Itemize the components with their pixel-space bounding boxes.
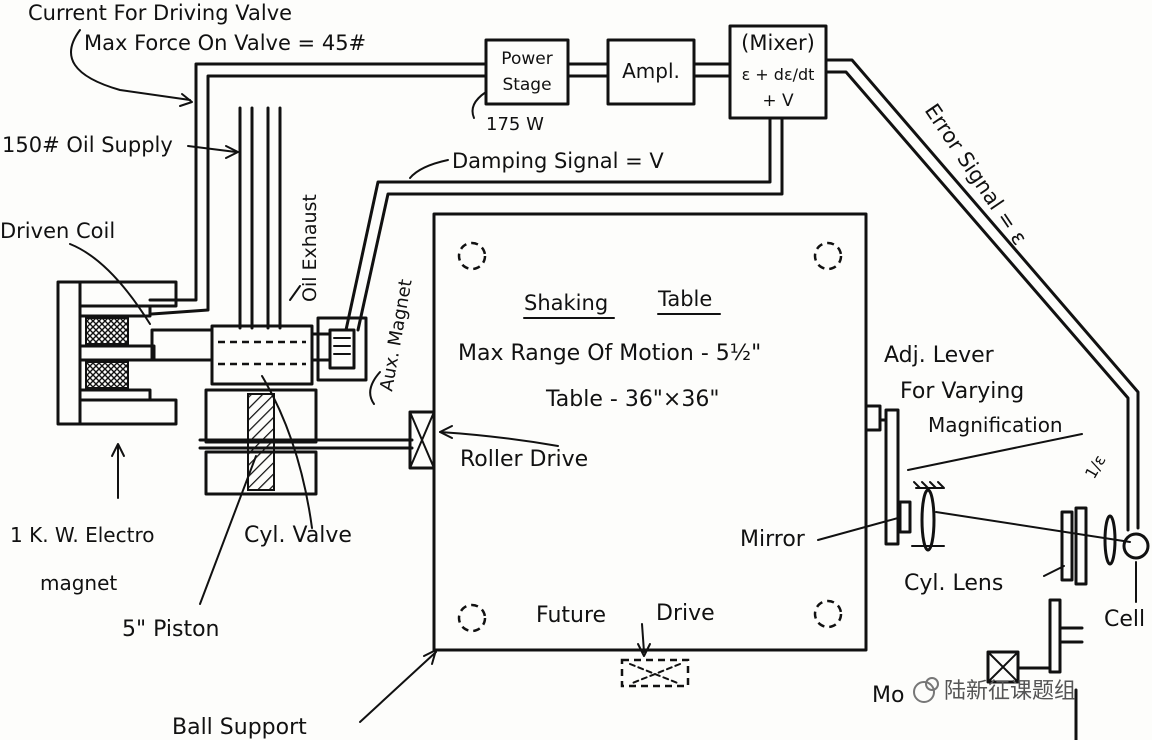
max-force-label: Max Force On Valve = 45# <box>84 31 366 55</box>
oil-supply-leader <box>187 145 237 153</box>
current-leader <box>70 29 191 101</box>
piston-leader <box>199 455 257 605</box>
light-beam <box>935 511 1131 543</box>
shaking-label: Shaking <box>524 291 608 315</box>
cyl-valve-label: Cyl. Valve <box>244 523 352 548</box>
cell-label: Cell <box>1104 607 1145 632</box>
damping-leader <box>409 159 449 179</box>
adj-lever-label-3: Magnification <box>928 413 1063 437</box>
damping-signal-label: Damping Signal = V <box>452 149 664 173</box>
error-signal-pipe <box>824 58 1140 532</box>
adj-lever-label-1: Adj. Lever <box>884 343 995 368</box>
table-label: Table <box>657 287 712 311</box>
aux-magnet-label: Aux. Magnet <box>376 278 416 393</box>
amp-chain-pipes <box>566 62 732 78</box>
future-drive-label-2: Drive <box>656 601 715 626</box>
mirror-label: Mirror <box>740 527 806 552</box>
roller-drive-leader <box>439 431 559 447</box>
roller-drive <box>408 410 436 470</box>
damping-signal-pipe <box>344 116 784 332</box>
cylindrical-lens <box>1060 506 1117 586</box>
aux-magnet-leader <box>369 371 381 405</box>
roller-drive-arrow <box>439 425 453 439</box>
power-rating-leader <box>471 91 487 119</box>
ball-support-arrow <box>423 649 437 665</box>
future-drive-arrow <box>637 643 651 657</box>
power-stage-box <box>484 38 570 106</box>
drive-current-pipe <box>148 62 488 316</box>
current-driving-valve-label: Current For Driving Valve <box>28 1 292 25</box>
oil-exhaust-label: Oil Exhaust <box>299 194 321 302</box>
table-size-label: Table - 36"×36" <box>545 387 719 412</box>
max-range-label: Max Range Of Motion - 5½" <box>458 341 761 366</box>
current-arrow <box>179 93 193 107</box>
watermark: 陆新征课题组 <box>913 677 1076 704</box>
ball-support-leader <box>359 651 437 723</box>
motor-label: Mo <box>872 683 904 708</box>
motor-assembly <box>986 598 1084 740</box>
future-drive-leader <box>641 623 645 653</box>
photo-cell <box>1122 532 1150 560</box>
watermark-text: 陆新征课题组 <box>944 679 1076 704</box>
cyl-lens-leader <box>1043 565 1065 577</box>
driven-coil-label: Driven Coil <box>0 219 115 243</box>
future-drive-label-1: Future <box>536 603 606 628</box>
shaking-table <box>432 212 868 652</box>
aux-magnet <box>316 316 368 382</box>
electromagnet-arrow <box>111 443 125 457</box>
one-by-e-label: 1/ε <box>1081 452 1110 482</box>
oil-exhaust-arrow <box>289 285 301 301</box>
cyl-valve-leader <box>261 375 313 529</box>
power-stage-label-2: Stage <box>502 75 551 95</box>
cyl-lens-label: Cyl. Lens <box>904 571 1003 596</box>
adjustable-lever <box>864 404 1083 546</box>
electromagnet-label-2: magnet <box>40 571 117 595</box>
amplifier-label: Ampl. <box>622 59 680 83</box>
driven-coil-leader <box>69 243 151 325</box>
power-rating: 175 W <box>486 114 544 135</box>
mixer-formula: ε + dε/dt <box>742 65 815 84</box>
error-signal-label: Error Signal = ε <box>920 99 1032 249</box>
oil-pipes <box>238 106 282 330</box>
oil-supply-arrow <box>225 145 239 159</box>
mirror <box>898 481 945 552</box>
adj-lever-label-2: For Varying <box>900 379 1024 404</box>
mixer-title: (Mixer) <box>741 31 815 55</box>
ball-support-label: Ball Support <box>172 715 307 740</box>
mirror-leader <box>817 517 899 541</box>
amplifier-box <box>606 38 696 106</box>
mixer-v: + V <box>762 91 794 111</box>
roller-drive-label: Roller Drive <box>460 447 588 472</box>
electromagnet-label-1: 1 K. W. Electro <box>10 523 154 547</box>
power-stage-label-1: Power <box>501 49 552 69</box>
mixer-box <box>728 24 828 120</box>
cylinder-piston <box>198 388 414 496</box>
future-drive-unit <box>620 658 690 688</box>
oil-supply-label: 150# Oil Supply <box>2 133 173 157</box>
servo-valve <box>210 324 332 386</box>
electromagnet <box>56 280 214 426</box>
watermark-icon <box>913 681 935 703</box>
piston-label: 5" Piston <box>122 617 220 642</box>
